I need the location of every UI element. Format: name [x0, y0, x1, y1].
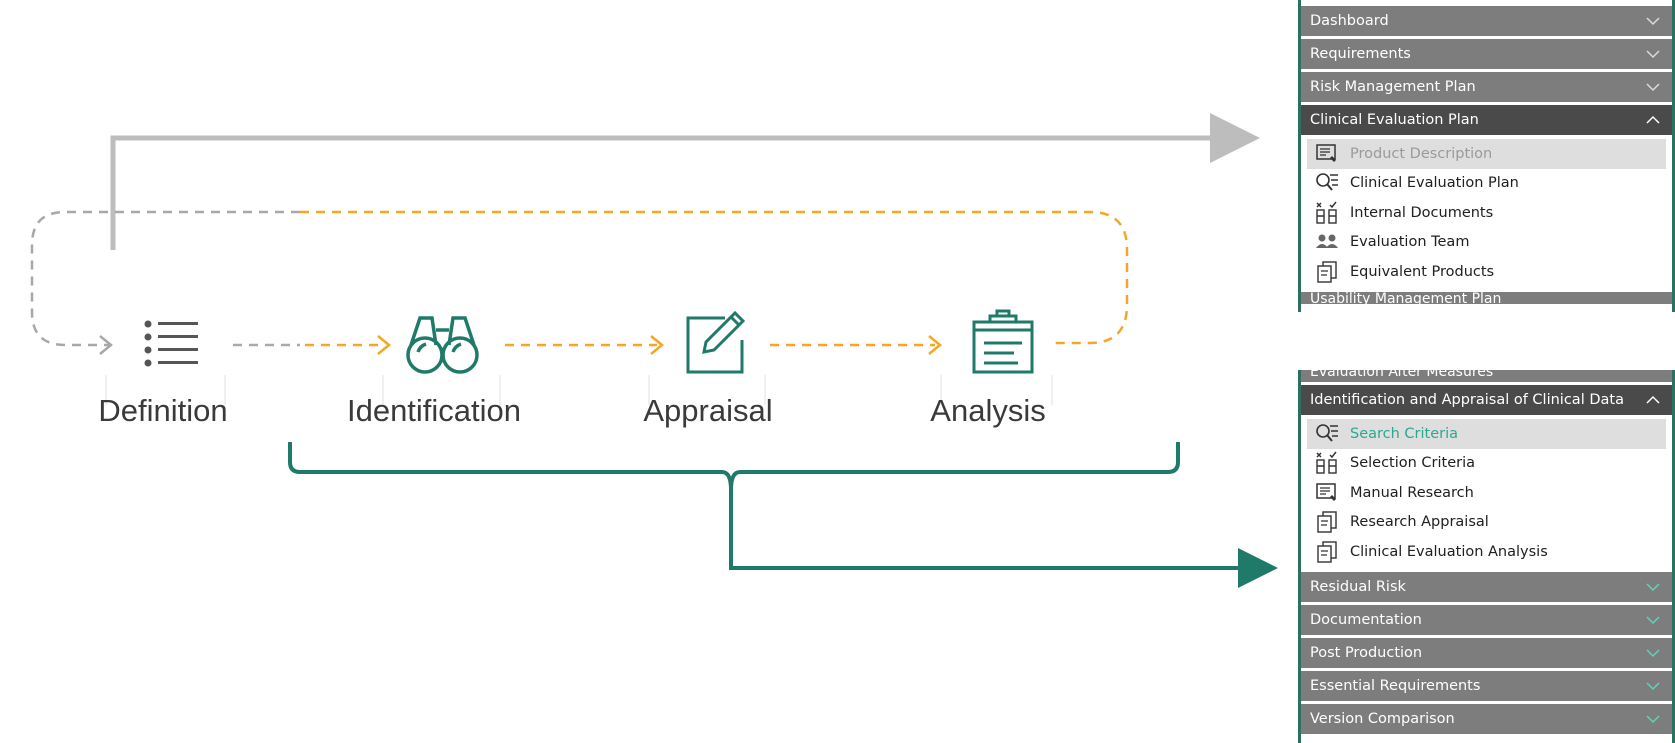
chevron-up-icon [1646, 395, 1660, 404]
section-requirements[interactable]: Requirements [1301, 39, 1672, 69]
item-clinical-evaluation-analysis[interactable]: Clinical Evaluation Analysis [1307, 537, 1666, 567]
binoculars-icon [406, 316, 479, 374]
chevron-up-icon [1646, 115, 1660, 124]
item-clinical-evaluation-plan[interactable]: Clinical Evaluation Plan [1307, 169, 1666, 199]
loop-gray-segment [30, 210, 300, 347]
item-evaluation-team[interactable]: Evaluation Team [1307, 228, 1666, 258]
item-manual-research[interactable]: Manual Research [1307, 478, 1666, 508]
item-selection-criteria[interactable]: Selection Criteria [1307, 449, 1666, 479]
section-evaluation-after-measures[interactable]: Evaluation After Measures [1301, 370, 1672, 382]
clipboard-icon [972, 309, 1034, 374]
chevron-down-icon [1646, 615, 1660, 624]
search-list-icon [1316, 423, 1338, 442]
pages-icon [1317, 511, 1337, 533]
section-usability-management-plan[interactable]: Usability Management Plan [1301, 291, 1672, 304]
navigation-panel-top: Dashboard Requirements Risk Management P… [1298, 0, 1675, 312]
step-label-definition: Definition [98, 393, 228, 428]
item-research-appraisal[interactable]: Research Appraisal [1307, 508, 1666, 538]
chevron-down-icon [1646, 83, 1660, 92]
identification-to-analysis-brace [288, 442, 1180, 491]
chevron-down-icon [1646, 582, 1660, 591]
item-search-criteria[interactable]: Search Criteria [1307, 419, 1666, 449]
clinical-evaluation-plan-items: Product Description Clinical Evaluation … [1301, 135, 1672, 289]
document-icon [1316, 483, 1336, 501]
chevron-down-icon [1646, 17, 1660, 26]
section-clinical-evaluation-plan[interactable]: Clinical Evaluation Plan [1301, 105, 1672, 135]
section-risk-management-plan[interactable]: Risk Management Plan [1301, 72, 1672, 102]
edit-icon [686, 310, 746, 374]
checklist-icon [1316, 451, 1337, 474]
section-post-production[interactable]: Post Production [1301, 637, 1672, 668]
step-label-identification: Identification [346, 393, 522, 428]
chevron-down-icon [1646, 50, 1660, 59]
step-label-appraisal: Appraisal [643, 393, 773, 428]
arrowhead-definition [99, 335, 113, 355]
item-product-description[interactable]: Product Description [1307, 139, 1666, 169]
section-documentation[interactable]: Documentation [1301, 604, 1672, 635]
section-essential-requirements[interactable]: Essential Requirements [1301, 670, 1672, 701]
section-residual-risk[interactable]: Residual Risk [1301, 571, 1672, 602]
loop-orange-segment [300, 210, 1129, 345]
checklist-icon [1316, 201, 1337, 224]
list-icon [144, 320, 198, 367]
navigation-panel-bottom: Evaluation After Measures Identification… [1298, 370, 1675, 743]
item-internal-documents[interactable]: Internal Documents [1307, 198, 1666, 228]
identification-appraisal-items: Search Criteria Selection Criteria Manua… [1301, 415, 1672, 569]
chevron-down-icon [1646, 714, 1660, 723]
arrow-to-identification-appraisal [729, 490, 1278, 588]
pages-icon [1317, 261, 1337, 283]
section-dashboard[interactable]: Dashboard [1301, 6, 1672, 36]
document-icon [1316, 144, 1336, 162]
section-version-comparison[interactable]: Version Comparison [1301, 703, 1672, 734]
people-icon [1316, 234, 1338, 249]
arrow-to-clinical-evaluation-plan [110, 113, 1260, 250]
step-label-analysis: Analysis [930, 393, 1046, 428]
chevron-down-icon [1646, 681, 1660, 690]
chevron-down-icon [1646, 648, 1660, 657]
section-identification-and-appraisal[interactable]: Identification and Appraisal of Clinical… [1301, 385, 1672, 415]
item-equivalent-products[interactable]: Equivalent Products [1307, 257, 1666, 287]
search-list-icon [1316, 173, 1338, 191]
pages-icon [1317, 541, 1337, 563]
